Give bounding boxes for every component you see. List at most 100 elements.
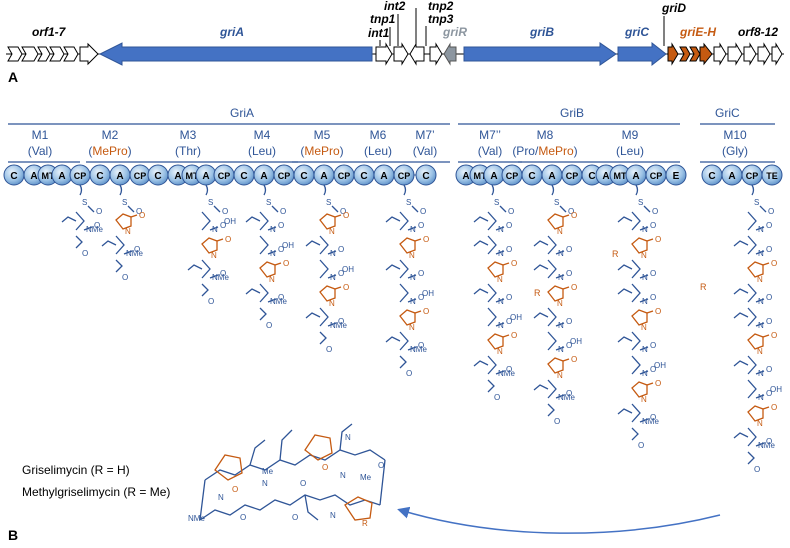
gene-cluster: orf1-7 griA int2 tnp1 int1 tnp2 tnp3 gri… <box>6 0 784 67</box>
carbonyl <box>762 334 770 338</box>
domain-label: TE <box>766 171 778 181</box>
chain-bond <box>319 259 329 279</box>
carbonyl-oxygen: O <box>418 221 424 230</box>
carbonyl <box>639 226 649 231</box>
carbonyl-oxygen: O <box>771 403 777 412</box>
carbonyl <box>555 322 565 327</box>
module-name: M3 <box>180 128 197 142</box>
ring-nitrogen: N <box>497 347 503 356</box>
cyclic-atom-label: N <box>340 471 346 480</box>
acetyl-cap <box>201 283 209 297</box>
carbonyl <box>495 250 505 255</box>
amide-nitrogen: N <box>270 225 276 234</box>
domain-label: MT <box>42 171 55 181</box>
module-name: M7’’ <box>479 128 501 142</box>
side-chain <box>61 216 77 223</box>
ring-nitrogen: N <box>409 323 415 332</box>
carbonyl-oxygen: O <box>220 221 226 230</box>
carbonyl-oxygen: O <box>343 211 349 220</box>
protein-label-griA: GriA <box>230 106 254 120</box>
module-substrate: (Thr) <box>175 144 201 158</box>
gene-arrow <box>429 42 443 66</box>
domain-bubble <box>665 164 687 186</box>
carbonyl-oxygen: O <box>134 245 140 254</box>
side-chain <box>249 439 266 466</box>
substrate-part: (Leu) <box>248 144 276 158</box>
amide-nitrogen: N <box>498 225 504 234</box>
acetyl-oxygen: O <box>754 465 760 474</box>
carbonyl-oxygen: O <box>340 207 346 216</box>
chain-bond <box>747 211 757 231</box>
carbonyl-oxygen: O <box>571 283 577 292</box>
domain-label: A <box>30 171 37 182</box>
carbonyl <box>271 205 279 213</box>
chain-bond <box>747 427 757 447</box>
carbonyl-oxygen: O <box>766 221 772 230</box>
carbonyl <box>499 205 507 213</box>
ring-nitrogen: N <box>329 227 335 236</box>
carbonyl-oxygen: O <box>771 331 777 340</box>
module-substrate: (Leu) <box>364 144 392 158</box>
domain-bubble <box>415 164 437 186</box>
domain-label: A <box>602 171 609 182</box>
carbonyl <box>755 370 765 375</box>
ring-nitrogen: N <box>497 275 503 284</box>
griD-gene-arrow <box>667 42 679 66</box>
carbonyl <box>267 298 277 303</box>
gene-arrow <box>727 42 743 66</box>
amide-nitrogen: NMe <box>498 369 515 378</box>
chain-bond <box>747 379 757 399</box>
gene-label-orf1-7: orf1-7 <box>32 25 67 39</box>
gene-label-griA: griA <box>219 25 244 39</box>
module-3: M3 (Thr) <box>160 128 228 163</box>
ring-nitrogen: N <box>757 419 763 428</box>
carbonyl <box>495 322 505 327</box>
chain-bond <box>487 235 497 255</box>
chain-bond <box>487 355 497 375</box>
carbonyl <box>267 226 277 231</box>
amide-nitrogen: N <box>758 297 764 306</box>
cyclic-atom-label: N <box>218 493 224 502</box>
chain-bond <box>547 331 557 351</box>
acetyl-cap <box>747 451 755 465</box>
griC-gene-arrow <box>617 41 667 67</box>
cyclic-atom-label: O <box>300 479 306 488</box>
module-name: M2 <box>102 128 119 142</box>
gene-label-griE-H: griE-H <box>679 25 716 39</box>
macrocycle-backbone <box>199 494 381 521</box>
side-chain <box>617 264 633 271</box>
domain-label: C <box>154 171 161 182</box>
proline-ring <box>547 285 564 302</box>
amide-nitrogen: N <box>558 321 564 330</box>
carbonyl-oxygen: O <box>566 389 572 398</box>
carbonyl-oxygen: O <box>94 221 100 230</box>
amide-nitrogen: N <box>758 249 764 258</box>
substrate-part: (Leu) <box>364 144 392 158</box>
thioester-link <box>79 184 83 196</box>
carbonyl <box>755 298 765 303</box>
domain-label: C <box>96 171 103 182</box>
ring-nitrogen: N <box>641 395 647 404</box>
modules-layer: M1(Val)M2(MePro)M3(Thr)M4(Leu)M5(MePro)M… <box>8 123 775 163</box>
carbonyl <box>327 250 337 255</box>
side-chain <box>617 216 633 223</box>
panel-label-a: A <box>8 69 18 85</box>
domain-label: C <box>240 171 247 182</box>
amide-nitrogen: N <box>410 297 416 306</box>
cyclic-atom-label: O <box>322 463 328 472</box>
amide-nitrogen: N <box>642 225 648 234</box>
carbonyl <box>643 205 651 213</box>
thioester-sulfur: S <box>122 198 127 207</box>
side-chain <box>339 423 353 451</box>
carbonyl-oxygen: O <box>139 211 145 220</box>
side-chain <box>473 360 489 367</box>
gene-label-griD: griD <box>661 1 686 15</box>
domain-label: A <box>260 171 267 182</box>
thioester-link <box>491 184 495 196</box>
carbonyl-oxygen: O <box>766 365 772 374</box>
chain-bond <box>631 283 641 303</box>
module-6: M6(Leu) <box>360 128 410 163</box>
